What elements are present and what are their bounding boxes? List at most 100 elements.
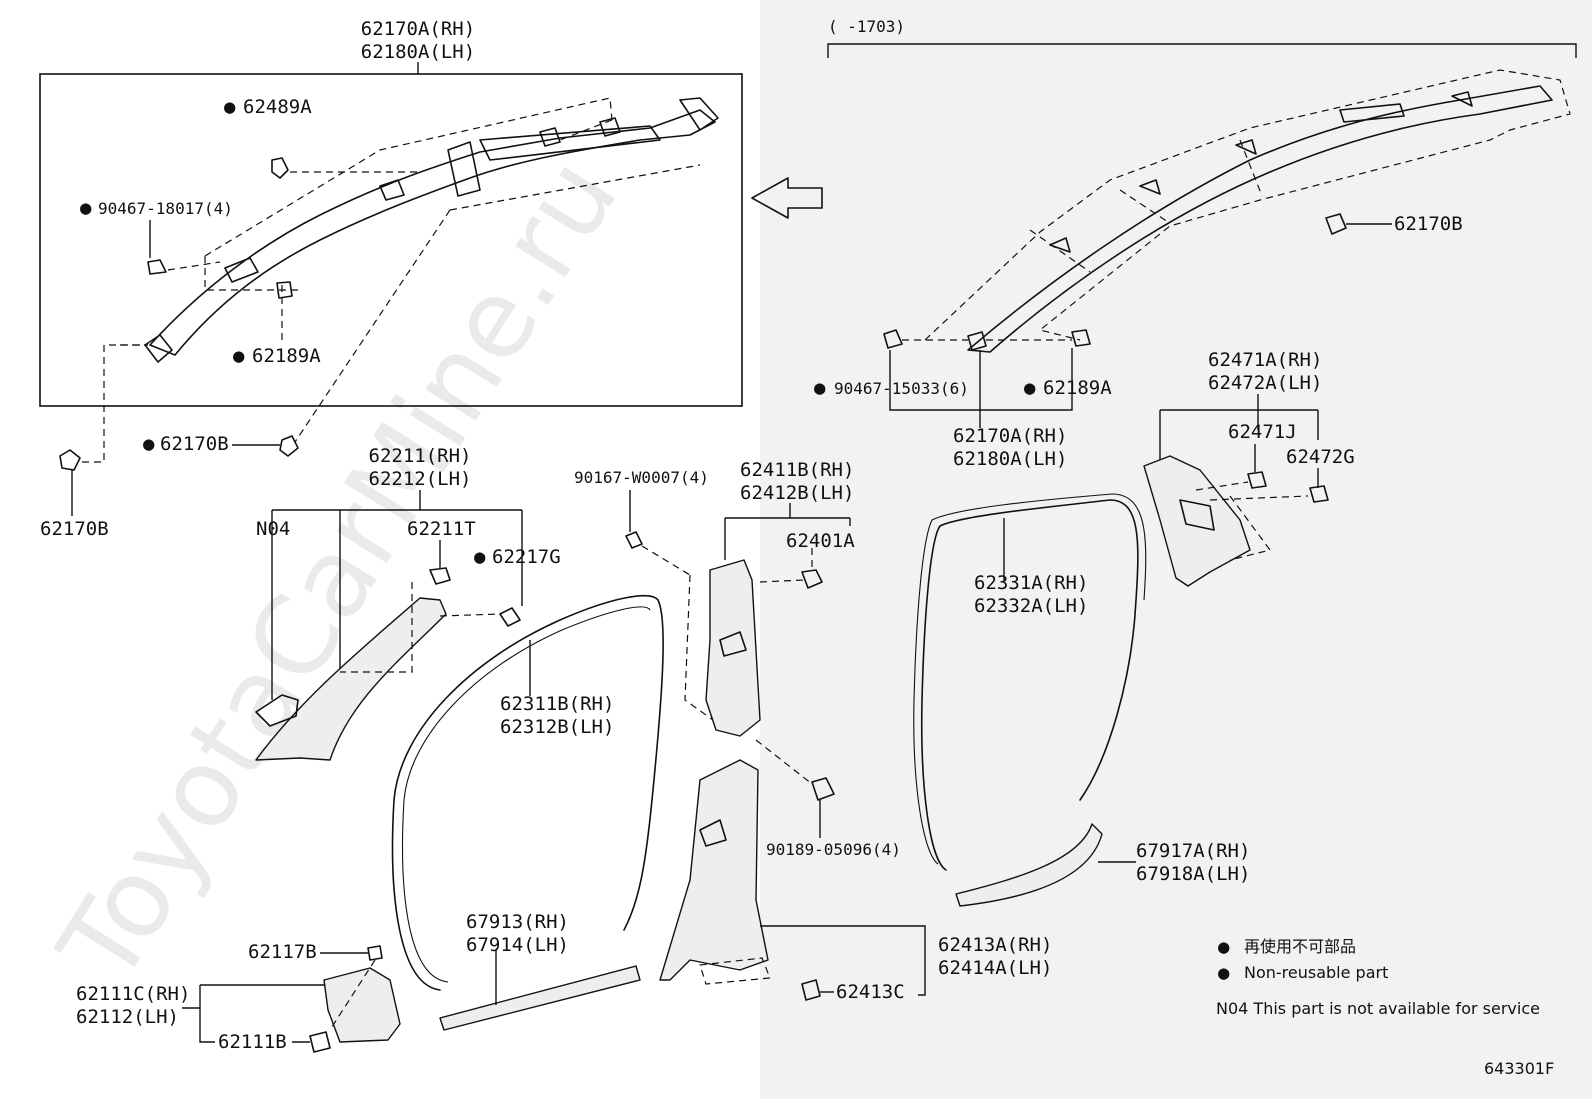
- assembly-outline: [329, 959, 376, 1031]
- assembly-outline-right: [924, 69, 1571, 341]
- front-scuff-plate: [439, 965, 641, 1031]
- clip-62170B-right: [1325, 213, 1347, 235]
- leader-bracket: [724, 503, 851, 560]
- legend-jp: 再使用不可部品: [1244, 937, 1356, 956]
- assembly-outline: [641, 545, 721, 726]
- clip-62401A: [801, 569, 823, 589]
- clip-62211T: [429, 567, 451, 585]
- n04-bracket: [255, 694, 299, 727]
- date-range-bracket: [827, 43, 1577, 58]
- label-62189A-right: 62189A: [1043, 377, 1112, 399]
- label-67918A-lh: 67918A(LH): [1136, 863, 1250, 885]
- label-62471J: 62471J: [1228, 421, 1297, 443]
- front-door-weatherstrip: [391, 594, 664, 991]
- label-62170A-rh: 62170A(RH): [361, 18, 475, 40]
- clip-62111B: [309, 1031, 331, 1053]
- label-62312B-lh: 62312B(LH): [500, 716, 614, 738]
- front-door-weatherstrip-inner: [402, 606, 651, 983]
- label-67917A-rh: 67917A(RH): [1136, 840, 1250, 862]
- label-62411B-rh: 62411B(RH): [740, 459, 854, 481]
- curtain-airbag-detail: [144, 97, 719, 363]
- label-62212-lh: 62212(LH): [369, 468, 472, 490]
- drawing-number: 643301F: [1484, 1059, 1554, 1078]
- b-pillar-lower-detail: [699, 819, 727, 847]
- clip-62117B: [367, 945, 383, 961]
- b-pillar-lower-garnish: [659, 759, 769, 981]
- label-62170B-mid: 62170B: [160, 433, 229, 455]
- legend-dot-2: ●: [1218, 962, 1230, 984]
- clip-90467-18017: [147, 259, 167, 275]
- label-62472G: 62472G: [1286, 446, 1355, 468]
- label-62414A-lh: 62414A(LH): [938, 957, 1052, 979]
- airbag-bracket: [1451, 91, 1473, 107]
- label-62412B-lh: 62412B(LH): [740, 482, 854, 504]
- legend-en: Non-reusable part: [1244, 963, 1388, 982]
- b-pillar-upper-garnish: [705, 559, 761, 737]
- legend-dot-1: ●: [1218, 936, 1230, 958]
- nonreusable-dot: ●: [474, 546, 486, 568]
- airbag-bracket: [1139, 179, 1161, 195]
- clip-62471J: [1247, 471, 1267, 489]
- assembly-outline: [82, 344, 140, 463]
- rear-scuff-plate: [955, 823, 1103, 907]
- clip-90189: [811, 777, 835, 801]
- assembly-outline: [699, 957, 771, 985]
- label-62332A-lh: 62332A(LH): [974, 595, 1088, 617]
- leader-bracket: [271, 490, 523, 700]
- label-62311B-rh: 62311B(RH): [500, 693, 614, 715]
- curtain-airbag-overview: [967, 85, 1553, 353]
- label-62111C-rh: 62111C(RH): [76, 983, 190, 1005]
- clip-62489A: [271, 157, 289, 179]
- label-67914-lh: 67914(LH): [466, 934, 569, 956]
- label-90467-15033: 90467-15033(6): [834, 379, 969, 398]
- leader-bracket: [182, 984, 325, 1043]
- c-pillar-detail: [1179, 499, 1215, 531]
- label-62180A-lh: 62180A(LH): [361, 41, 475, 63]
- b-pillar-detail: [719, 631, 747, 657]
- assembly-outline: [759, 548, 813, 583]
- detail-box: [39, 73, 743, 407]
- clip-90467-15033: [883, 329, 903, 349]
- nonreusable-dot: ●: [814, 377, 826, 399]
- a-pillar-garnish: [255, 597, 447, 761]
- label-62112-lh: 62112(LH): [76, 1006, 179, 1028]
- label-90167: 90167-W0007(4): [574, 468, 709, 487]
- cowl-side-trim: [323, 967, 401, 1043]
- nonreusable-dot: ●: [80, 197, 92, 219]
- c-pillar-garnish: [1143, 455, 1251, 587]
- airbag-bracket: [1049, 237, 1071, 253]
- label-62117B: 62117B: [248, 941, 317, 963]
- label-62170A-rh-right: 62170A(RH): [953, 425, 1067, 447]
- label-62413A-rh: 62413A(RH): [938, 934, 1052, 956]
- clip-62189A-right: [1071, 329, 1091, 347]
- label-N04: N04: [256, 518, 290, 540]
- label-62170B-right: 62170B: [1394, 213, 1463, 235]
- nonreusable-dot: ●: [233, 345, 245, 367]
- rear-door-weatherstrip: [920, 499, 1139, 871]
- label-62471A-rh: 62471A(RH): [1208, 349, 1322, 371]
- leader-bracket: [889, 348, 1073, 428]
- assembly-outline-right: [1195, 481, 1309, 561]
- clip-62170B-left: [59, 449, 81, 471]
- clip-62472G: [1309, 485, 1329, 503]
- label-90189: 90189-05096(4): [766, 840, 901, 859]
- label-62472A-lh: 62472A(LH): [1208, 372, 1322, 394]
- label-67913-rh: 67913(RH): [466, 911, 569, 933]
- label-62401A: 62401A: [786, 530, 855, 552]
- clip-62217G: [499, 607, 521, 627]
- label-62111B: 62111B: [218, 1031, 287, 1053]
- label-90467-18017: 90467-18017(4): [98, 199, 233, 218]
- arrow-left-icon: [751, 177, 823, 219]
- leader-bracket: [760, 925, 926, 996]
- label-62189A-left: 62189A: [252, 345, 321, 367]
- label-62413C: 62413C: [836, 981, 905, 1003]
- airbag-mount: [967, 331, 987, 351]
- label-62211-rh: 62211(RH): [369, 445, 472, 467]
- screw-90167: [625, 531, 643, 549]
- nonreusable-dot: ●: [1024, 377, 1036, 399]
- label-62331A-rh: 62331A(RH): [974, 572, 1088, 594]
- label-62170B-left: 62170B: [40, 518, 109, 540]
- watermark: ToyotaCarMine.ru: [36, 137, 643, 1004]
